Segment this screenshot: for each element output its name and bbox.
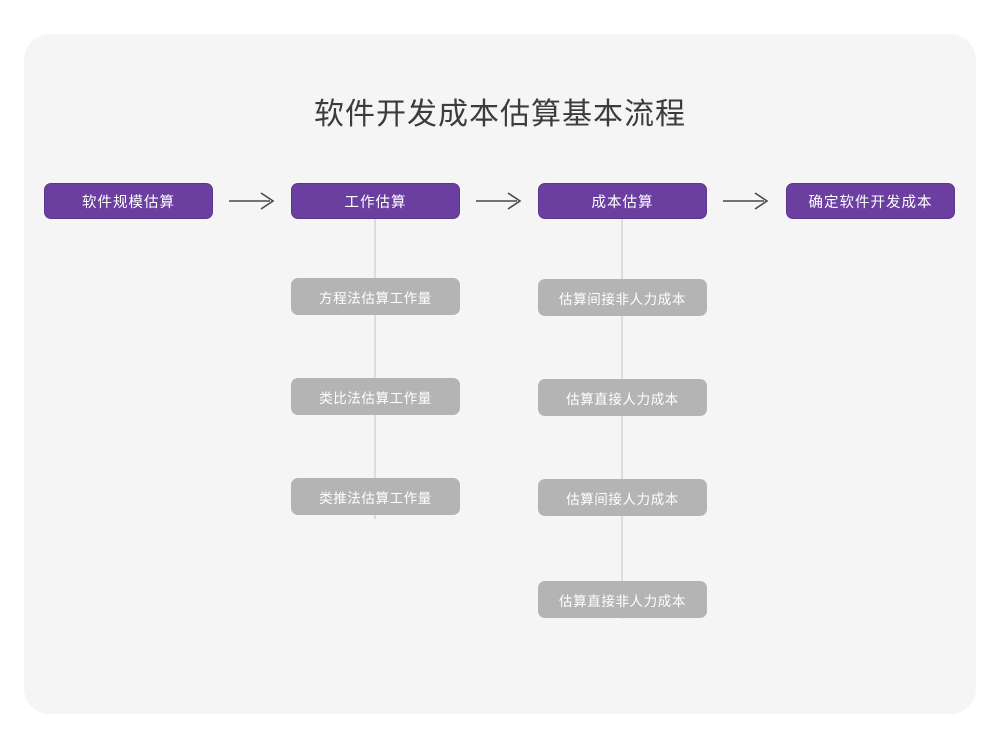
flow-node-determine-development-cost[interactable]: 确定软件开发成本 (786, 183, 955, 219)
diagram-card (24, 34, 976, 714)
arrow-stage2-to-stage3 (475, 189, 523, 213)
flow-subnode-indirect-nonlabor-cost[interactable]: 估算间接非人力成本 (538, 279, 707, 316)
arrow-stage1-to-stage2 (228, 189, 276, 213)
flow-node-cost-estimation[interactable]: 成本估算 (538, 183, 707, 219)
flow-subnode-indirect-labor-cost[interactable]: 估算间接人力成本 (538, 479, 707, 516)
connector-line-stage-2 (374, 219, 376, 519)
arrow-stage3-to-stage4 (722, 189, 770, 213)
flow-node-software-scale-estimation[interactable]: 软件规模估算 (44, 183, 213, 219)
flow-subnode-direct-labor-cost[interactable]: 估算直接人力成本 (538, 379, 707, 416)
page-title: 软件开发成本估算基本流程 (314, 98, 686, 131)
flow-subnode-analogy-method-effort[interactable]: 类比法估算工作量 (291, 378, 460, 415)
flow-subnode-inference-method-effort[interactable]: 类推法估算工作量 (291, 478, 460, 515)
flow-subnode-direct-nonlabor-cost[interactable]: 估算直接非人力成本 (538, 581, 707, 618)
connector-line-stage-3 (621, 219, 623, 619)
flow-node-effort-estimation[interactable]: 工作估算 (291, 183, 460, 219)
flow-subnode-equation-method-effort[interactable]: 方程法估算工作量 (291, 278, 460, 315)
